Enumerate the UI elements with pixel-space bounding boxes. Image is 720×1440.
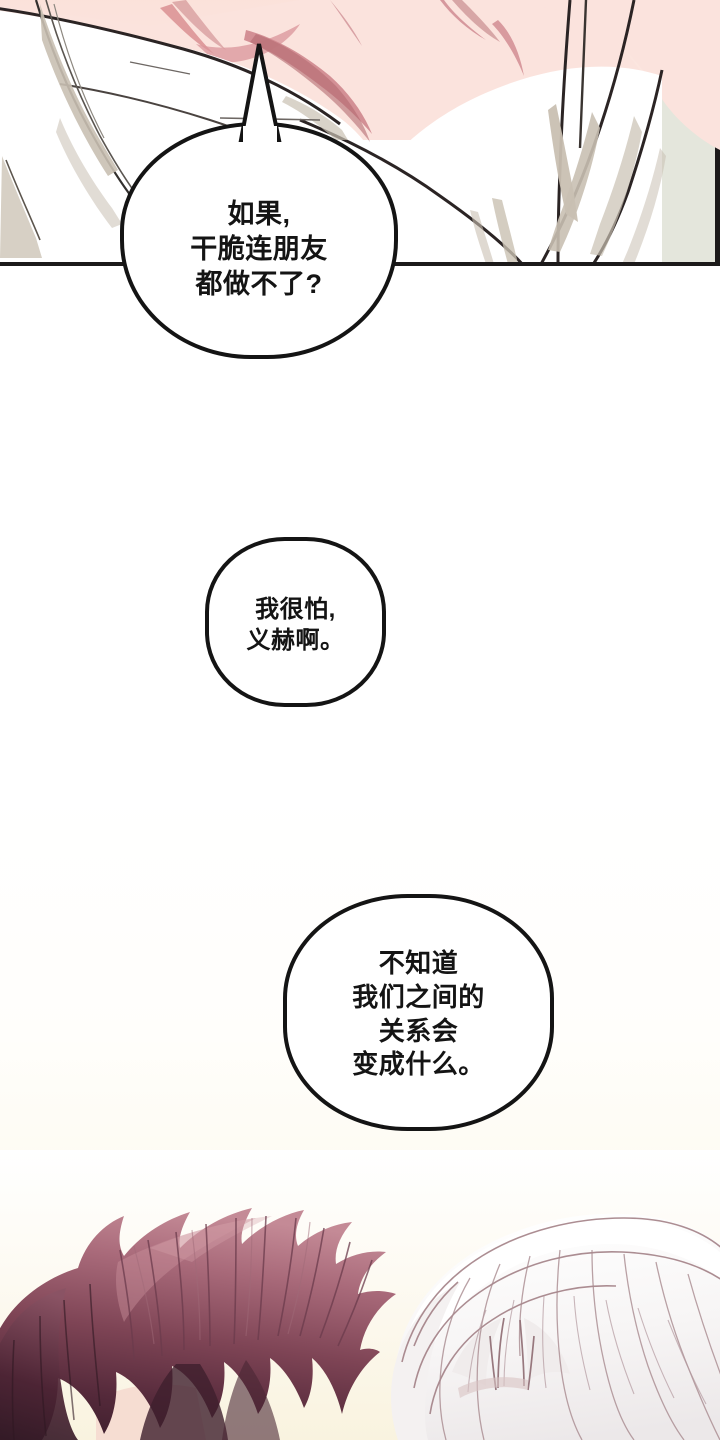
- bubble-1-text: 如果, 干脆连朋友 都做不了?: [190, 198, 328, 300]
- speech-tail-icon: [238, 43, 282, 150]
- character-left-hair: [0, 1208, 396, 1440]
- panel-bottom-two-characters: [0, 1150, 720, 1440]
- bubble-2-text: 我很怕, 义赫啊。: [246, 595, 345, 654]
- panel-bottom-artwork: [0, 1150, 720, 1440]
- character-right-hair: [391, 1213, 720, 1440]
- speech-bubble-1[interactable]: 如果, 干脆连朋友 都做不了?: [120, 122, 398, 359]
- thought-bubble-3[interactable]: 不知道 我们之间的 关系会 变成什么。: [283, 894, 554, 1131]
- bubble-3-text: 不知道 我们之间的 关系会 变成什么。: [352, 947, 485, 1080]
- thought-bubble-2[interactable]: 我很怕, 义赫啊。: [205, 537, 386, 707]
